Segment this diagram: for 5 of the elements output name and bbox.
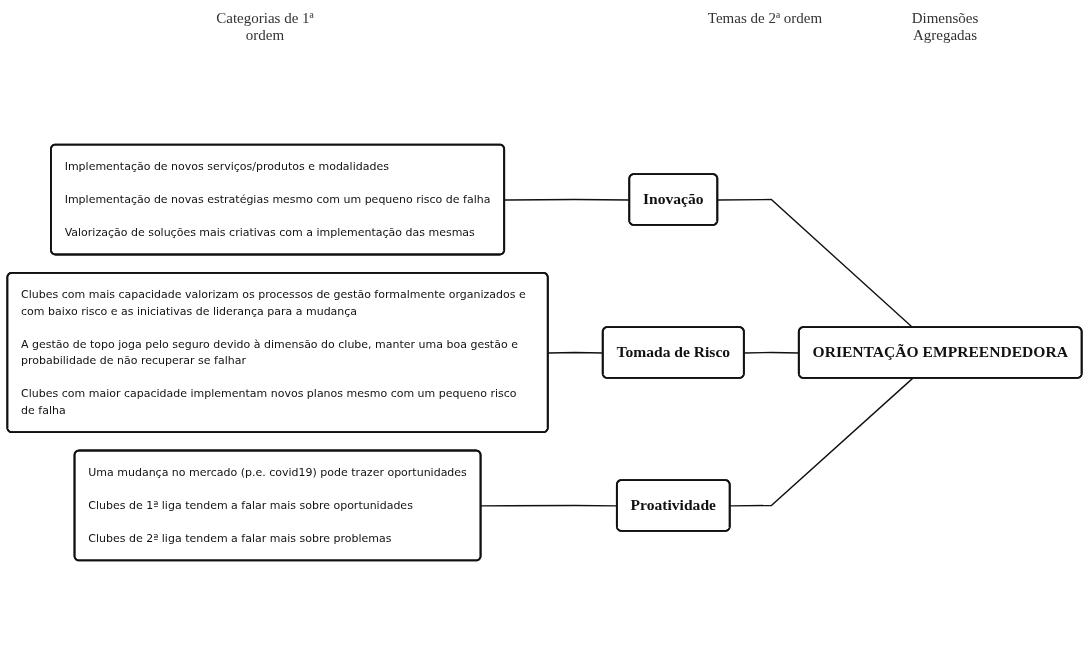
column-heading: Dimensões Agregadas <box>910 10 980 44</box>
connector <box>717 198 914 329</box>
column-heading: Categorias de 1ª ordem <box>215 10 315 44</box>
connector <box>729 377 914 507</box>
column-heading: Temas de 2ª ordem <box>706 10 824 27</box>
